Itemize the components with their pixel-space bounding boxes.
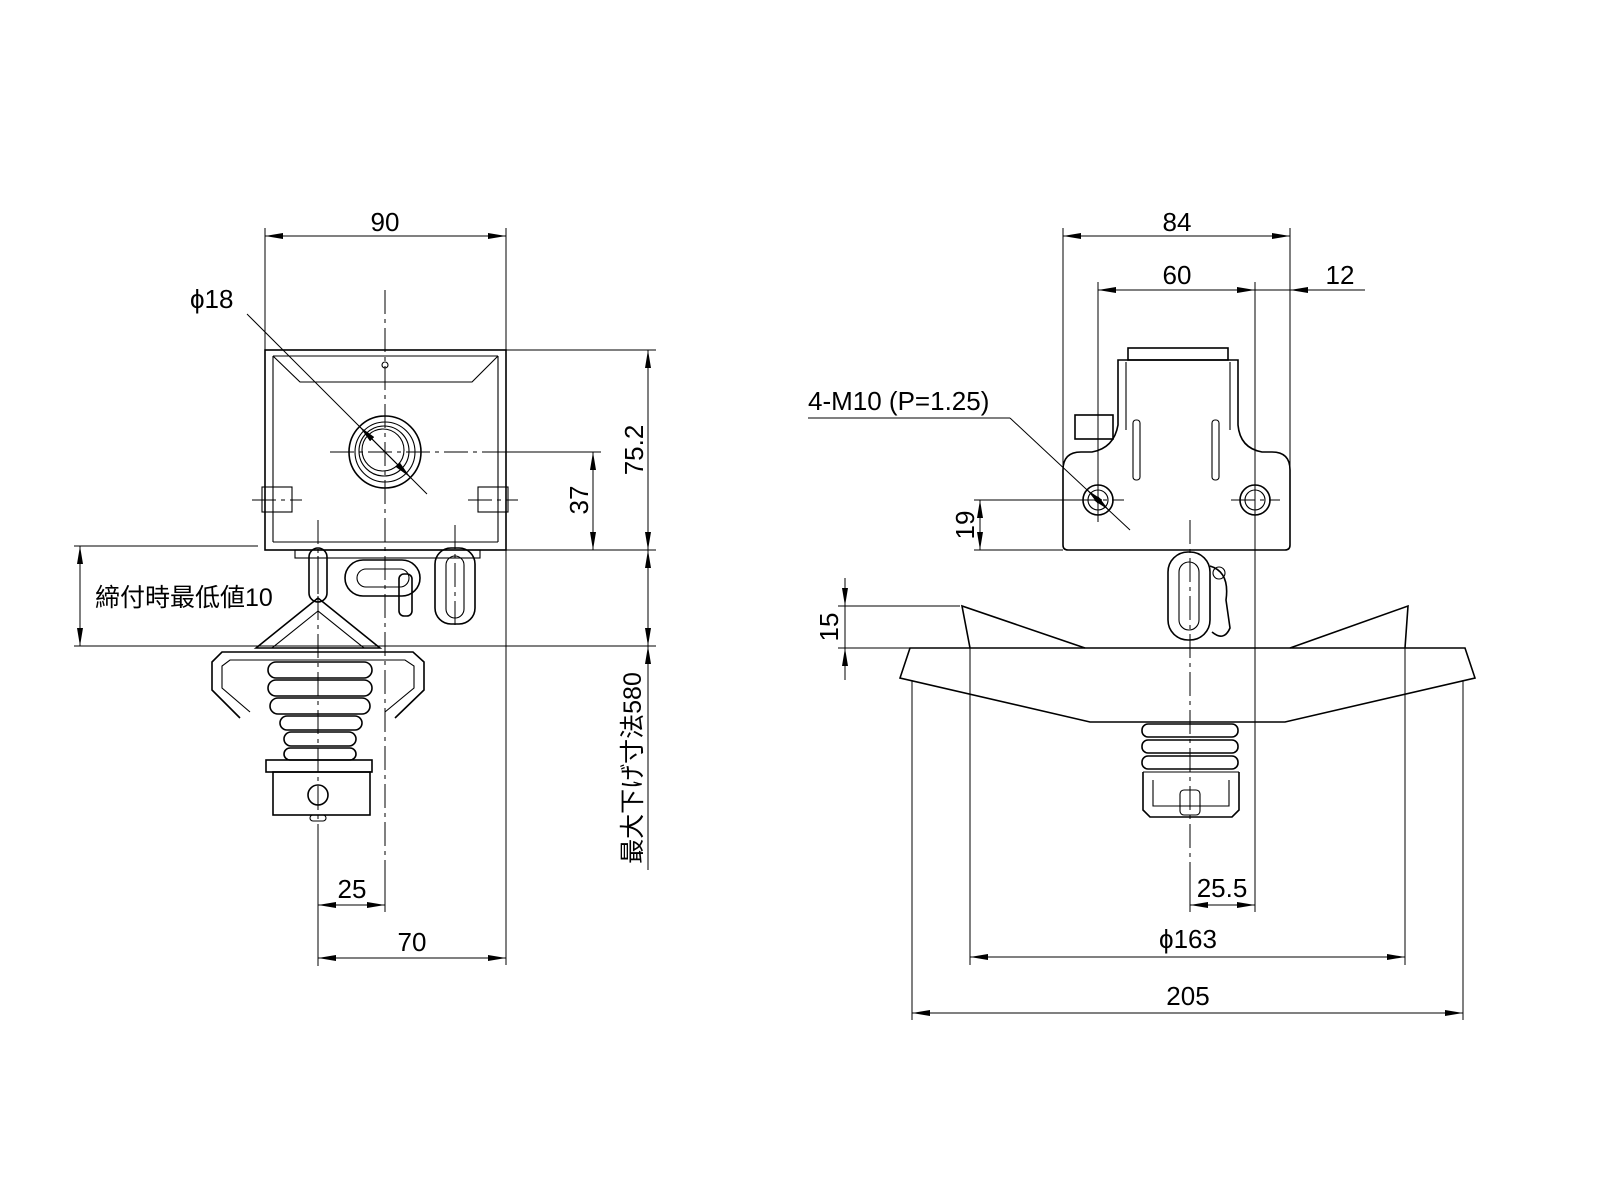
block-body <box>272 771 371 816</box>
dim-text-base: 70 <box>398 927 427 957</box>
leader-thread <box>1009 417 1131 531</box>
dim-text-hole-height: 19 <box>950 511 980 540</box>
spring-coil <box>269 697 371 715</box>
block-hole <box>307 784 329 806</box>
spring-coil <box>1141 723 1239 738</box>
dim-text-min-clamp: 締付時最低値10 <box>95 584 273 612</box>
housing <box>1062 347 1291 551</box>
dim-text-width: 90 <box>371 207 400 237</box>
dim-text-hole: ϕ18 <box>190 284 233 314</box>
chain-hook <box>1209 565 1231 637</box>
chain-link-outer <box>1167 551 1211 641</box>
hub-inner-ring <box>358 425 410 477</box>
u-clip-outer <box>1142 772 1240 818</box>
u-clip <box>1142 771 1240 818</box>
wire-frame-inner <box>270 610 366 649</box>
spring-coil <box>267 661 373 679</box>
spring-clip <box>211 651 425 719</box>
spring <box>1141 723 1239 770</box>
dim-text-offset: 25.5 <box>1197 873 1248 903</box>
dim-text-edge: 12 <box>1326 260 1355 290</box>
clip-outer <box>211 651 425 719</box>
spring-coil <box>267 679 373 697</box>
chain-link-right <box>434 547 476 625</box>
chain <box>1167 551 1231 641</box>
housing-slot-left <box>1132 419 1141 481</box>
clip-inner <box>221 659 415 713</box>
spring <box>265 661 373 773</box>
shade-wing-right <box>1289 604 1409 649</box>
dim-text-center: 37 <box>564 486 594 515</box>
link-right-outer <box>434 547 476 625</box>
dim-text-pitch: 60 <box>1163 260 1192 290</box>
dim-text-width: 84 <box>1163 207 1192 237</box>
hub-bore-circle <box>361 428 405 472</box>
housing-slot-right <box>1211 419 1220 481</box>
chain-hook-eye <box>1212 566 1226 580</box>
leader-thread-arrow <box>1093 495 1110 511</box>
spring-collar <box>265 759 373 773</box>
shade-wing-left <box>960 604 1086 649</box>
shade <box>898 604 1477 723</box>
bracket-top-bend <box>272 355 499 383</box>
chain-link-left <box>308 547 328 603</box>
dim-text-rim-dia: 205 <box>1166 981 1209 1011</box>
housing-cap <box>1127 347 1229 361</box>
leader-hole-arrow <box>384 451 411 478</box>
wire-frame <box>253 596 383 649</box>
block-nub <box>309 814 327 822</box>
u-clip-tab <box>1179 789 1201 816</box>
spring-coil <box>283 731 357 747</box>
left-view: 90 ϕ18 75.2 37 締付時最低値10 最大下げ寸法580 25 70 <box>74 207 656 966</box>
spring-coil <box>1141 755 1239 770</box>
dim-text-thread: 4-M10 (P=1.25) <box>808 386 989 416</box>
s-hook-pin <box>398 573 413 617</box>
housing-body <box>1062 359 1291 551</box>
s-hook-outer <box>344 559 421 597</box>
right-view: 84 60 12 4-M10 (P=1.25) 19 15 25.5 ϕ163 … <box>808 207 1477 1020</box>
dim-text-offset: 25 <box>338 874 367 904</box>
chain-link-outer <box>308 547 328 603</box>
spring-coil <box>279 715 363 731</box>
dim-text-shade-dia: ϕ163 <box>1159 924 1217 954</box>
s-hook <box>344 559 421 617</box>
dim-text-max-drop: 最大下げ寸法580 <box>619 672 647 864</box>
dim-text-height: 75.2 <box>619 425 649 476</box>
housing-tab <box>1074 414 1114 440</box>
bracket-bottom-flange <box>294 549 481 559</box>
dim-text-shade-depth: 15 <box>814 613 844 642</box>
leader-hole-arrow <box>359 426 386 453</box>
s-hook-inner <box>356 568 410 588</box>
link-right-inner <box>445 555 465 619</box>
shade-rim <box>898 647 1477 723</box>
bottom-block <box>272 771 371 822</box>
spring-coil <box>1141 739 1239 754</box>
u-clip-inner <box>1152 780 1230 807</box>
chain-link-inner <box>1178 561 1200 631</box>
spring-coil <box>283 747 357 761</box>
